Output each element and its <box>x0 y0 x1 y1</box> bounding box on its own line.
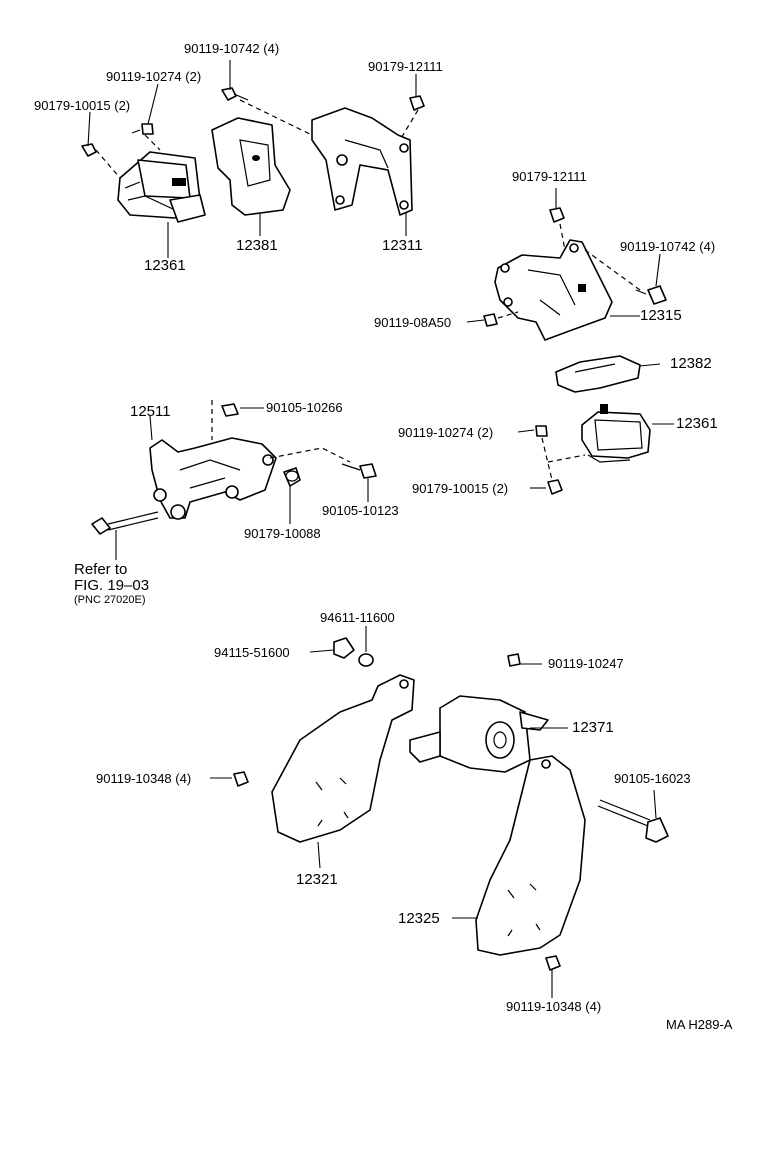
nut-90179-12111-right <box>549 207 565 223</box>
part-label-12382: 12382 <box>670 355 712 372</box>
part-label-90119-10247: 90119-10247 <box>548 656 624 671</box>
part-label-12361-top: 12361 <box>144 257 186 274</box>
part-label-90179-12111-top: 90179-12111 <box>368 59 443 74</box>
part-label-90105-16023: 90105-16023 <box>614 771 691 786</box>
engine-mount-12361-top <box>117 151 206 223</box>
mount-cushion-12382 <box>555 355 641 393</box>
bolt-90119-10247 <box>507 653 521 667</box>
bolt-90119-10348-left <box>233 771 249 787</box>
part-label-90119-10274-top: 90119-10274 (2) <box>106 69 202 84</box>
part-label-90179-10088: 90179-10088 <box>244 526 321 541</box>
nut-90179-10015-right <box>547 479 563 495</box>
bracket-12315 <box>494 239 613 341</box>
nut-90179-10088 <box>283 467 301 487</box>
bracket-12511 <box>149 437 277 520</box>
part-label-12321: 12321 <box>296 871 338 888</box>
figure-code: MA H289-A <box>666 1017 733 1032</box>
part-label-12511: 12511 <box>130 403 171 420</box>
bolt-refer-fig-19-03 <box>91 511 159 535</box>
mount-cushion-12381 <box>211 117 291 216</box>
refer-note-line3: (PNC 27020E) <box>74 594 146 606</box>
bracket-12321 <box>271 674 415 843</box>
bolt-90119-08A50 <box>483 313 498 327</box>
part-label-12325: 12325 <box>398 910 440 927</box>
engine-mount-12361-right <box>581 404 651 463</box>
part-label-12381: 12381 <box>236 237 278 254</box>
part-label-90179-10015-top: 90179-10015 (2) <box>34 98 131 113</box>
bolt-90119-10274-top <box>131 123 154 135</box>
bolt-90119-10742-right <box>635 285 667 305</box>
part-label-90105-10266: 90105-10266 <box>266 400 343 415</box>
bolt-90119-10274-right <box>535 425 548 437</box>
washer-94611-11600 <box>358 653 374 667</box>
bolt-90105-10266 <box>221 403 239 417</box>
nut-90179-12111-top <box>409 95 425 111</box>
part-label-94611-11600: 94611-11600 <box>320 610 395 625</box>
bolt-90105-10123 <box>341 463 377 479</box>
part-label-94115-51600: 94115-51600 <box>214 645 290 660</box>
bolt-90119-10742-top <box>221 87 249 101</box>
part-label-12361-right: 12361 <box>676 415 718 432</box>
part-label-90119-08A50: 90119-08A50 <box>374 315 452 330</box>
part-label-90105-10123: 90105-10123 <box>322 503 399 518</box>
bolt-90105-16023 <box>597 799 669 843</box>
nut-90179-10015-top <box>81 143 97 157</box>
engine-mount-12371 <box>409 695 549 773</box>
part-label-90179-12111-right: 90179-12111 <box>512 169 587 184</box>
part-label-12315: 12315 <box>640 307 682 324</box>
bracket-12325 <box>475 755 586 956</box>
part-label-90179-10015-right: 90179-10015 (2) <box>412 481 509 496</box>
bolt-90119-10348-bottom <box>545 955 561 971</box>
refer-note-line1: Refer to <box>74 561 128 578</box>
part-label-90119-10274-right: 90119-10274 (2) <box>398 425 494 440</box>
part-label-12311: 12311 <box>382 237 423 254</box>
refer-note-line2: FIG. 19–03 <box>74 577 150 594</box>
nut-94115-51600 <box>333 637 355 659</box>
bracket-12311 <box>311 107 413 216</box>
part-label-90119-10348-bottom: 90119-10348 (4) <box>506 999 602 1014</box>
part-label-12371: 12371 <box>572 719 614 736</box>
part-label-90119-10348-left: 90119-10348 (4) <box>96 771 192 786</box>
part-label-90119-10742-right: 90119-10742 (4) <box>620 239 716 254</box>
part-label-90119-10742-top: 90119-10742 (4) <box>184 41 280 56</box>
